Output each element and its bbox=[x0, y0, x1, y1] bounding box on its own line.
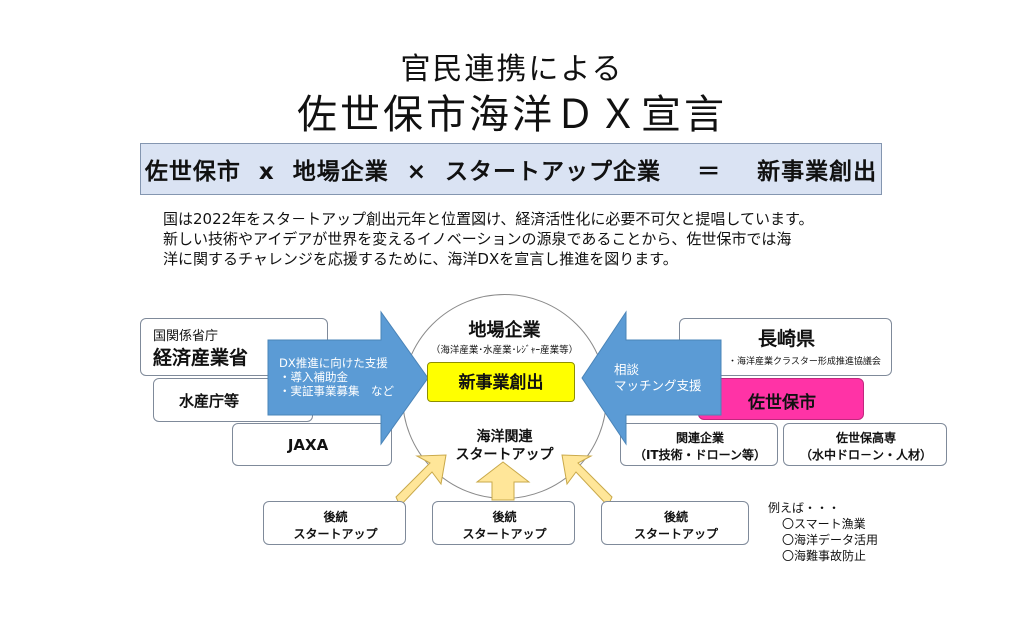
right-arrow-line: マッチング支援 bbox=[614, 378, 702, 393]
college-label-2: （水中ドロ－ン・人材） bbox=[799, 448, 932, 462]
fisheries-label: 水産庁等 bbox=[178, 392, 239, 410]
related-box: 関連企業 （IT技術・ドローン等） bbox=[620, 423, 778, 466]
follower-startup-box: 後続 スタートアップ bbox=[601, 501, 749, 545]
jaxa-box: JAXA bbox=[232, 423, 392, 466]
examples-heading: 例えば・・・ bbox=[768, 501, 841, 515]
title-line1: 官民連携による bbox=[400, 52, 624, 87]
left-arrow-line: DX推進に向けた支援 bbox=[279, 356, 388, 370]
city-label: 佐世保市 bbox=[748, 393, 816, 413]
example-item: 〇スマート漁業 bbox=[782, 517, 866, 531]
jaxa-label: JAXA bbox=[287, 436, 329, 454]
gov-main-label: 経済産業省 bbox=[153, 347, 249, 369]
follower-label-1: 後続 bbox=[663, 510, 688, 524]
local-companies-title: 地場企業 bbox=[468, 320, 541, 341]
new-business-box: 新事業創出 bbox=[427, 362, 575, 402]
follower-arrow-right bbox=[561, 454, 613, 507]
right-arrow-line: 相談 bbox=[614, 362, 640, 377]
examples-block: 例えば・・・ 〇スマート漁業 〇海洋データ活用 〇海難事故防止 bbox=[768, 500, 878, 564]
left-arrow-line: ・実証事業募集 など bbox=[279, 384, 394, 398]
left-arrow-text: DX推進に向けた支援 ・導入補助金 ・実証事業募集 など bbox=[279, 356, 394, 398]
title-line2: 佐世保市海洋ＤＸ宣言 bbox=[297, 92, 727, 138]
follower-label-2: スタートアップ bbox=[633, 527, 718, 541]
description: 国は2022年をスタ－トアップ創出元年と位置図け、経済活性化に必要不可欠と提唱し… bbox=[163, 209, 883, 269]
follower-startup-box: 後続 スタートアップ bbox=[432, 501, 575, 545]
pref-label: 長崎県 bbox=[757, 328, 815, 350]
college-label-1: 佐世保高専 bbox=[835, 431, 896, 445]
follower-arrow-center bbox=[475, 461, 531, 501]
left-support-arrow bbox=[267, 310, 429, 446]
related-label-1: 関連企業 bbox=[675, 431, 724, 445]
left-arrow-line: ・導入補助金 bbox=[279, 370, 348, 384]
follower-label-2: スタートアップ bbox=[293, 527, 378, 541]
follower-arrow-left bbox=[395, 454, 447, 507]
description-line: 洋に関するチャレンジを応援するために、海洋DXを宣言し推進を図ります。 bbox=[163, 250, 678, 268]
marine-startup-line2: スタートアップ bbox=[455, 447, 554, 463]
right-matching-arrow bbox=[581, 310, 722, 446]
follower-label-1: 後続 bbox=[323, 510, 348, 524]
marine-startup-line1: 海洋関連 bbox=[476, 429, 533, 445]
description-line: 新しい技術やアイデアが世界を変えるイノベーションの源泉であることから、佐世保市で… bbox=[163, 230, 792, 248]
example-item: 〇海洋データ活用 bbox=[782, 533, 879, 547]
follower-label-2: スタートアップ bbox=[462, 527, 547, 541]
formula-banner: 佐世保市 x 地場企業 × スタートアップ企業 ＝ 新事業創出 bbox=[140, 143, 882, 195]
follower-label-1: 後続 bbox=[492, 510, 517, 524]
local-companies-sub: （海洋産業･水産業･ﾚｼﾞｬｰ産業等） bbox=[430, 345, 579, 356]
description-line: 国は2022年をスタ－トアップ創出元年と位置図け、経済活性化に必要不可欠と提唱し… bbox=[163, 210, 814, 228]
gov-small-label: 国関係省庁 bbox=[153, 329, 219, 344]
related-label-2: （IT技術・ドローン等） bbox=[633, 448, 767, 462]
pref-sub-label: ・海洋産業クラスター形成推進協議会 bbox=[728, 357, 881, 367]
college-box: 佐世保高専 （水中ドロ－ン・人材） bbox=[783, 423, 947, 466]
right-arrow-text: 相談 マッチング支援 bbox=[614, 362, 702, 394]
example-item: 〇海難事故防止 bbox=[782, 549, 867, 563]
city-box: 佐世保市 bbox=[698, 378, 864, 420]
follower-startup-box: 後続 スタートアップ bbox=[263, 501, 406, 545]
